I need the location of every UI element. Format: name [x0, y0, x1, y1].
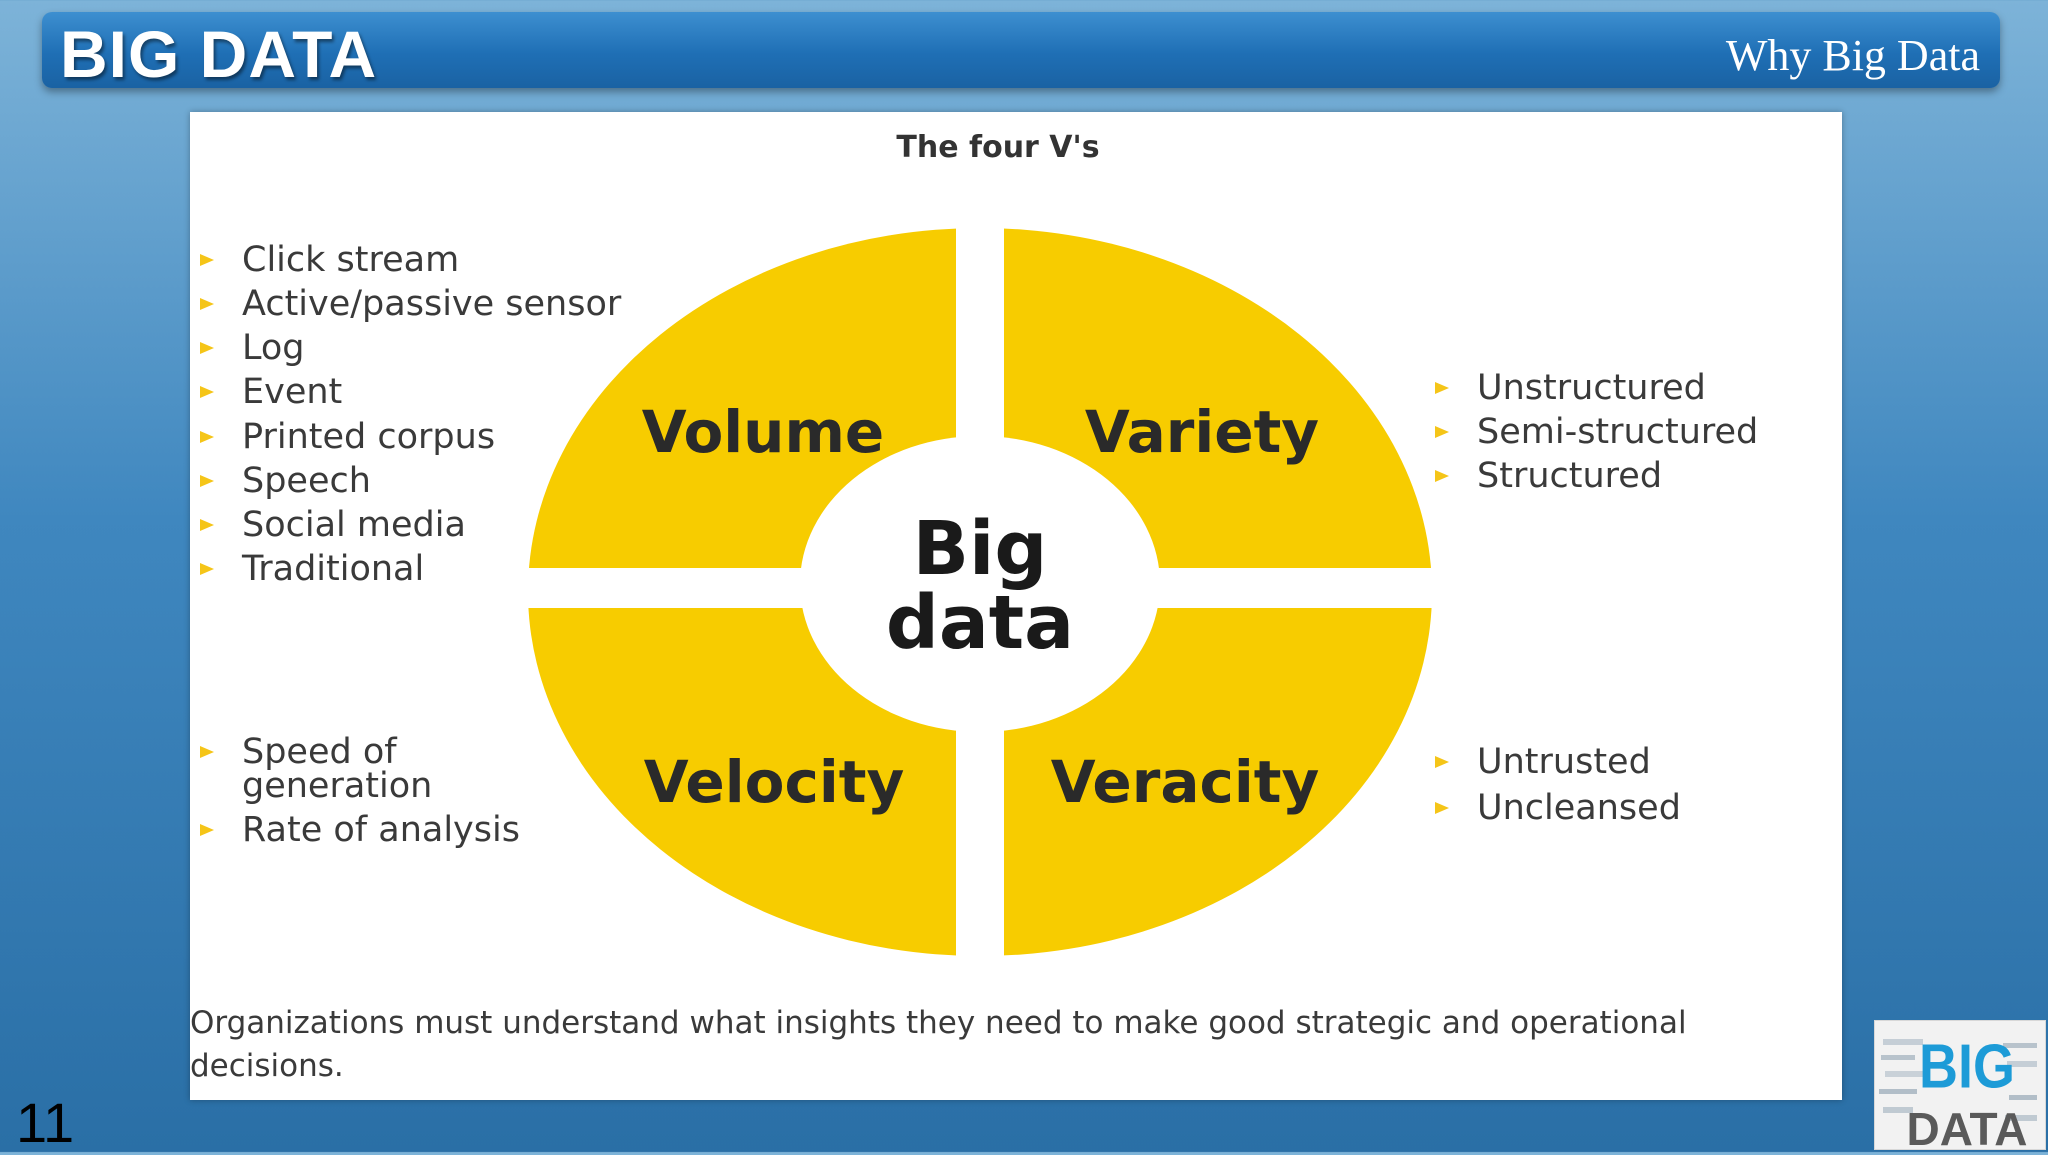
- volume-list: Click stream Active/passive sensor Log E…: [200, 240, 622, 589]
- slide-number: 11: [16, 1091, 75, 1154]
- bullet-icon: [200, 386, 214, 398]
- bullet-icon: [1435, 802, 1449, 814]
- velocity-item: Speed of generation: [242, 732, 432, 806]
- veracity-item: Uncleansed: [1477, 788, 1681, 828]
- bullet-icon: [200, 519, 214, 531]
- volume-item: Speech: [242, 461, 371, 501]
- velocity-item-line: generation: [242, 766, 432, 806]
- center-label-data: data: [886, 580, 1074, 666]
- variety-item: Semi-structured: [1477, 412, 1758, 452]
- title-bar: BIG DATA Why Big Data: [42, 12, 2000, 91]
- bullet-icon: [1435, 382, 1449, 394]
- veracity-list: Untrusted Uncleansed: [1435, 742, 1681, 828]
- bullet-icon: [200, 746, 214, 758]
- volume-item: Click stream: [242, 240, 459, 280]
- logo-graphic: BIG DATA: [1875, 1021, 2045, 1149]
- volume-item: Traditional: [241, 549, 424, 589]
- caption-text: Organizations must understand what insig…: [190, 1005, 1687, 1084]
- velocity-item: Rate of analysis: [242, 810, 520, 850]
- volume-label: Volume: [642, 398, 885, 466]
- volume-item: Log: [242, 328, 305, 368]
- bullet-icon: [1435, 426, 1449, 438]
- bullet-icon: [1435, 756, 1449, 768]
- velocity-item-line: Speed of: [242, 732, 397, 772]
- bullet-icon: [200, 298, 214, 310]
- big-data-logo: BIG DATA: [1874, 1020, 2046, 1150]
- bullet-icon: [200, 563, 214, 575]
- volume-item: Social media: [242, 505, 466, 545]
- diagram-title: The four V's: [896, 130, 1099, 165]
- center-circle: [800, 436, 1160, 732]
- variety-item: Unstructured: [1477, 368, 1706, 408]
- variety-label: Variety: [1085, 398, 1319, 466]
- volume-item: Printed corpus: [242, 417, 495, 457]
- center-label-big: Big: [913, 506, 1048, 592]
- volume-item: Active/passive sensor: [242, 284, 622, 324]
- logo-text-top: BIG: [1919, 1032, 2015, 1101]
- velocity-list: Speed of generation Rate of analysis: [200, 732, 520, 850]
- bullet-icon: [200, 431, 214, 443]
- slide-subtitle: Why Big Data: [1725, 31, 1980, 80]
- bullet-icon: [1435, 470, 1449, 482]
- variety-item: Structured: [1477, 456, 1662, 496]
- variety-list: Unstructured Semi-structured Structured: [1435, 368, 1758, 496]
- diagram-panel: The four V's Big data Volume Variety Vel…: [190, 112, 1842, 1100]
- four-vs-diagram: The four V's Big data Volume Variety Vel…: [200, 130, 1758, 956]
- bullet-icon: [200, 342, 214, 354]
- logo-text-bottom: DATA: [1907, 1103, 2028, 1149]
- bullet-icon: [200, 824, 214, 836]
- veracity-label: Veracity: [1051, 748, 1320, 816]
- slide-title: BIG DATA: [60, 17, 378, 91]
- veracity-item: Untrusted: [1477, 742, 1651, 782]
- bullet-icon: [200, 254, 214, 266]
- velocity-label: Velocity: [644, 748, 905, 816]
- bullet-icon: [200, 475, 214, 487]
- volume-item: Event: [242, 372, 342, 412]
